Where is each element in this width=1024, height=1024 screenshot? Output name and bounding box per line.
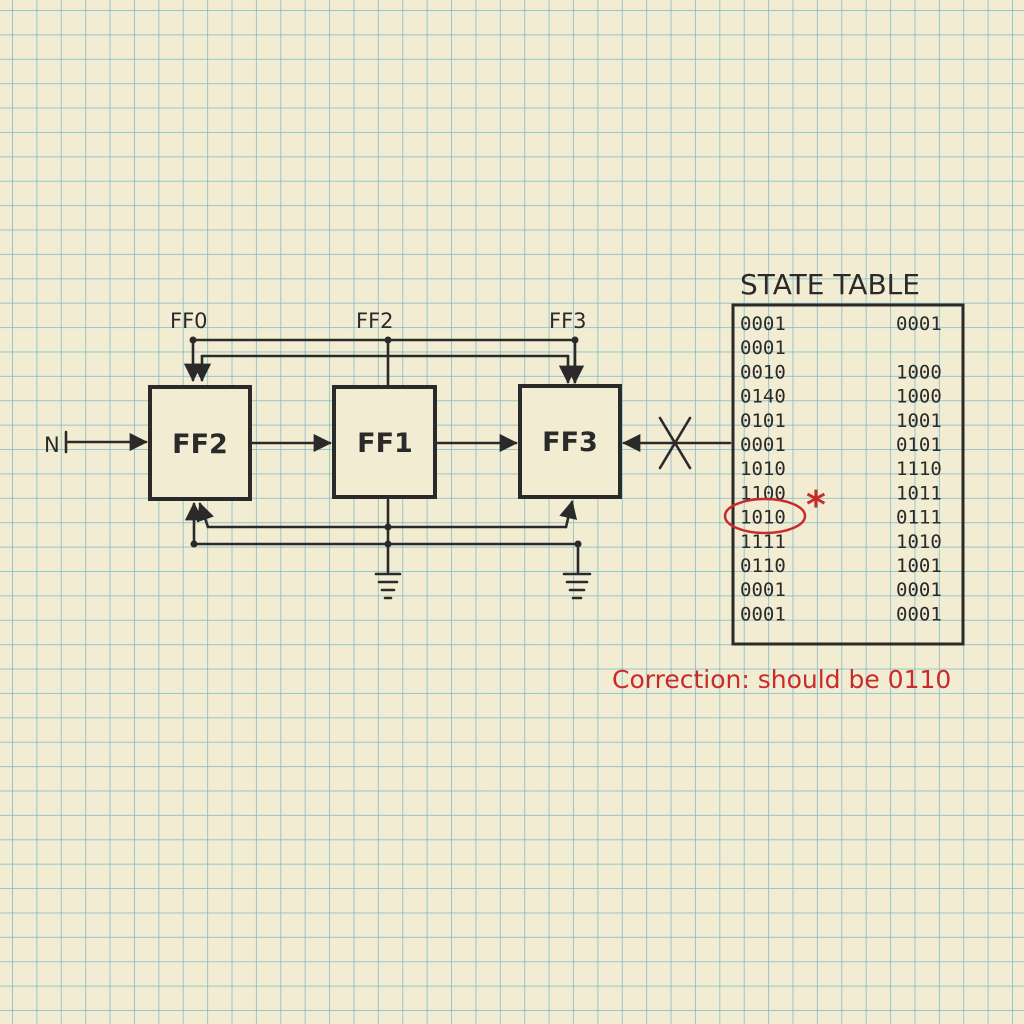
- state-cell-current: 0010: [740, 361, 786, 383]
- state-cell-next: 0001: [896, 579, 942, 601]
- crossed-out-mark: [658, 416, 692, 470]
- state-cell-next: 1110: [896, 458, 942, 480]
- top-label-ff2: FF2: [356, 309, 394, 333]
- state-cell-next: 1001: [896, 410, 942, 432]
- state-cell-next: 0111: [896, 507, 942, 529]
- state-cell-next: 0001: [896, 313, 942, 335]
- state-cell-current: 0101: [740, 410, 786, 432]
- state-cell-current: 0001: [740, 337, 786, 359]
- correction-note: Correction: should be 0110: [612, 665, 951, 694]
- state-cell-current: 0001: [740, 313, 786, 335]
- top-label-ff0: FF0: [170, 309, 208, 333]
- state-cell-next: 1010: [896, 531, 942, 553]
- state-cell-current: 1010: [740, 458, 786, 480]
- state-cell-current: 0110: [740, 555, 786, 577]
- state-table-frame: [731, 303, 965, 646]
- state-cell-next: 1011: [896, 482, 942, 504]
- block-label: FF1: [357, 428, 413, 459]
- state-cell-current: 0001: [740, 434, 786, 456]
- state-cell-next: 0001: [896, 603, 942, 625]
- state-cell-current: 1111: [740, 531, 786, 553]
- block-label: FF3: [542, 427, 598, 458]
- state-cell-current: 0001: [740, 579, 786, 601]
- state-cell-current: 1010: [740, 507, 786, 529]
- highlight-circle: [723, 497, 807, 535]
- state-cell-current: 0001: [740, 603, 786, 625]
- top-label-ff3: FF3: [549, 309, 587, 333]
- flip-flop-block: FF2: [148, 385, 252, 501]
- flip-flop-block: FF1: [332, 385, 437, 499]
- block-label: FF2: [172, 429, 228, 460]
- ground-symbol: [374, 572, 402, 600]
- state-cell-current: 0140: [740, 386, 786, 408]
- ground-symbol: [562, 572, 592, 600]
- bottom-bus: [184, 498, 582, 574]
- flip-flop-block: FF3: [518, 384, 622, 499]
- state-cell-next: 1000: [896, 386, 942, 408]
- state-cell-next: 0101: [896, 434, 942, 456]
- state-cell-next: 1000: [896, 361, 942, 383]
- input-label: N: [44, 433, 60, 457]
- top-bus: [183, 336, 585, 388]
- state-table-title: STATE TABLE: [740, 268, 920, 301]
- asterisk-mark: *: [806, 483, 826, 527]
- state-cell-next: 1001: [896, 555, 942, 577]
